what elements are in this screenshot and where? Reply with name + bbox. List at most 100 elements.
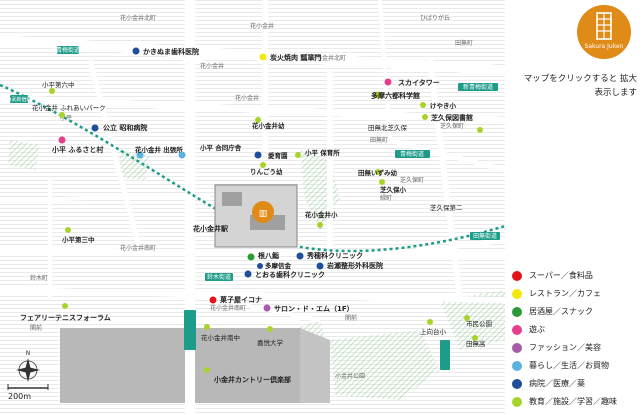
legend-label: 病院／医療／薬 (529, 379, 585, 388)
legend-dot-icon (512, 379, 522, 389)
poi-label: 炭火焼肉 瓢箪門 (270, 53, 321, 62)
poi-pin-icon[interactable] (178, 151, 186, 159)
road-label-ome2: 青梅街道 (400, 150, 424, 158)
poi-pin-icon[interactable] (375, 169, 381, 175)
area-label: 花小金井南町 (120, 244, 156, 252)
poi-label: 根八鮨 (258, 251, 279, 260)
poi-pin-icon[interactable] (257, 263, 263, 269)
legend-dot-icon (512, 307, 522, 317)
poi-pin-icon[interactable] (136, 151, 144, 159)
category-legend: スーパー／食料品レストラン／カフェ居酒屋／スナック遊ぶファッション／美容暮らし／… (506, 268, 642, 412)
building-icon (596, 12, 612, 40)
poi-label: 田無いずみ幼 (358, 168, 398, 177)
area-label: 田無町 (370, 136, 388, 144)
svg-text:N: N (26, 350, 31, 357)
area-label: 芝久保町 (440, 122, 464, 130)
poi-label: 多摩信金 (265, 261, 292, 270)
legend-item: 居酒屋／スナック (506, 304, 642, 322)
poi-pin-icon[interactable] (263, 304, 271, 312)
svg-text:▥: ▥ (259, 209, 268, 219)
poi-pin-icon[interactable] (65, 227, 71, 233)
poi-pin-icon[interactable] (204, 324, 210, 330)
side-panel (505, 0, 643, 415)
station-marker-icon[interactable] (252, 201, 274, 223)
poi-pin-icon[interactable] (62, 303, 68, 309)
poi-label: 田無北芝久保 (368, 123, 408, 132)
poi-pin-icon[interactable] (254, 151, 262, 159)
poi-pin-icon[interactable] (296, 252, 304, 260)
poi-pin-icon[interactable] (260, 162, 266, 168)
legend-label: 教育／施設／学習／趣味 (529, 397, 617, 406)
poi-label: 花小金井小 (305, 210, 338, 219)
poi-pin-icon[interactable] (58, 136, 66, 144)
road-label-tanashi: 田無街道 (473, 232, 497, 240)
poi-pin-icon[interactable] (204, 367, 210, 373)
poi-label: フェアリーテニスフォーラム (20, 314, 111, 322)
legend-dot-icon (512, 325, 522, 335)
poi-pin-icon[interactable] (374, 91, 382, 99)
poi-pin-icon[interactable] (259, 53, 267, 61)
legend-label: スーパー／食料品 (529, 271, 593, 280)
legend-item: レストラン／カフェ (506, 286, 642, 304)
poi-pin-icon[interactable] (427, 319, 433, 325)
poi-pin-icon[interactable] (255, 117, 261, 123)
poi-pin-icon[interactable] (244, 270, 252, 278)
poi-pin-icon[interactable] (384, 78, 392, 86)
poi-label: 田無高 (466, 339, 486, 348)
poi-label: 秀穂科クリニック (306, 251, 363, 260)
poi-label: 多摩六都科学館 (371, 91, 420, 100)
area-map[interactable]: ▥ 青梅街道 新青梅街道 青梅街道 田無街道 鈴木街道 西武新宿線 花 (0, 0, 505, 415)
legend-dot-icon (512, 361, 522, 371)
poi-pin-icon[interactable] (420, 102, 426, 108)
poi-label: 菓子屋イコナ (219, 295, 262, 304)
poi-label: サロン・ド・エム（1F） (274, 305, 354, 313)
poi-label: 嘉悦大学 (257, 338, 284, 347)
poi-pin-icon[interactable] (49, 88, 55, 94)
area-label: 小平 (60, 114, 72, 122)
legend-item: 教育／施設／学習／趣味 (506, 394, 642, 412)
golf-course (60, 328, 300, 403)
poi-pin-icon[interactable] (295, 152, 301, 158)
poi-pin-icon[interactable] (379, 179, 385, 185)
poi-label: スカイタワー (398, 78, 440, 87)
road-label-suzuki: 鈴木街道 (207, 273, 231, 281)
station-label: 花小金井駅 (193, 224, 229, 233)
poi-pin-icon[interactable] (464, 315, 470, 321)
legend-item: 病院／医療／薬 (506, 376, 642, 394)
poi-pin-icon[interactable] (132, 47, 140, 55)
sakura-juken-logo[interactable]: Sakura Juken (577, 5, 631, 59)
area-label: ひばりが丘 (420, 14, 450, 22)
poi-label: 芝久保第二 (430, 203, 463, 212)
poi-pin-icon[interactable] (59, 112, 65, 118)
poi-label: 公立 昭和病院 (103, 123, 147, 132)
poi-label: 花小金井幼 (252, 121, 285, 130)
area-label: 田無町 (455, 39, 473, 47)
poi-label: 小平第三中 (61, 235, 95, 244)
poi-pin-icon[interactable] (267, 326, 273, 332)
poi-pin-icon[interactable] (316, 262, 324, 270)
poi-pin-icon[interactable] (472, 335, 478, 341)
legend-label: レストラン／カフェ (529, 289, 601, 298)
poi-label: 小平第六中 (42, 80, 75, 89)
poi-pin-icon[interactable] (422, 114, 428, 120)
poi-pin-icon[interactable] (209, 296, 217, 304)
legend-dot-icon (512, 343, 522, 353)
poi-label: 愛育園 (268, 151, 288, 160)
area-label: 芝久保町 (400, 176, 424, 184)
poi-pin-icon[interactable] (477, 127, 483, 133)
poi-pin-icon[interactable] (247, 253, 255, 261)
poi-pin-icon[interactable] (91, 124, 99, 132)
area-label: 花小金井北町 (120, 14, 156, 22)
area-label: 関前 (345, 314, 357, 322)
legend-dot-icon (512, 397, 522, 407)
area-label: 花小金井 (235, 94, 259, 102)
area-label: 緑町 (380, 194, 392, 202)
poi-label: 花小金井 出張所 (135, 145, 183, 154)
station-building (222, 192, 242, 206)
legend-label: 遊ぶ (529, 325, 545, 334)
poi-label: 花小金井南中 (201, 333, 240, 342)
road-label-shinome: 新青梅街道 (463, 83, 493, 91)
poi-pin-icon[interactable] (317, 222, 323, 228)
map-instruction: マップをクリックすると 拡大表示します (523, 74, 637, 98)
